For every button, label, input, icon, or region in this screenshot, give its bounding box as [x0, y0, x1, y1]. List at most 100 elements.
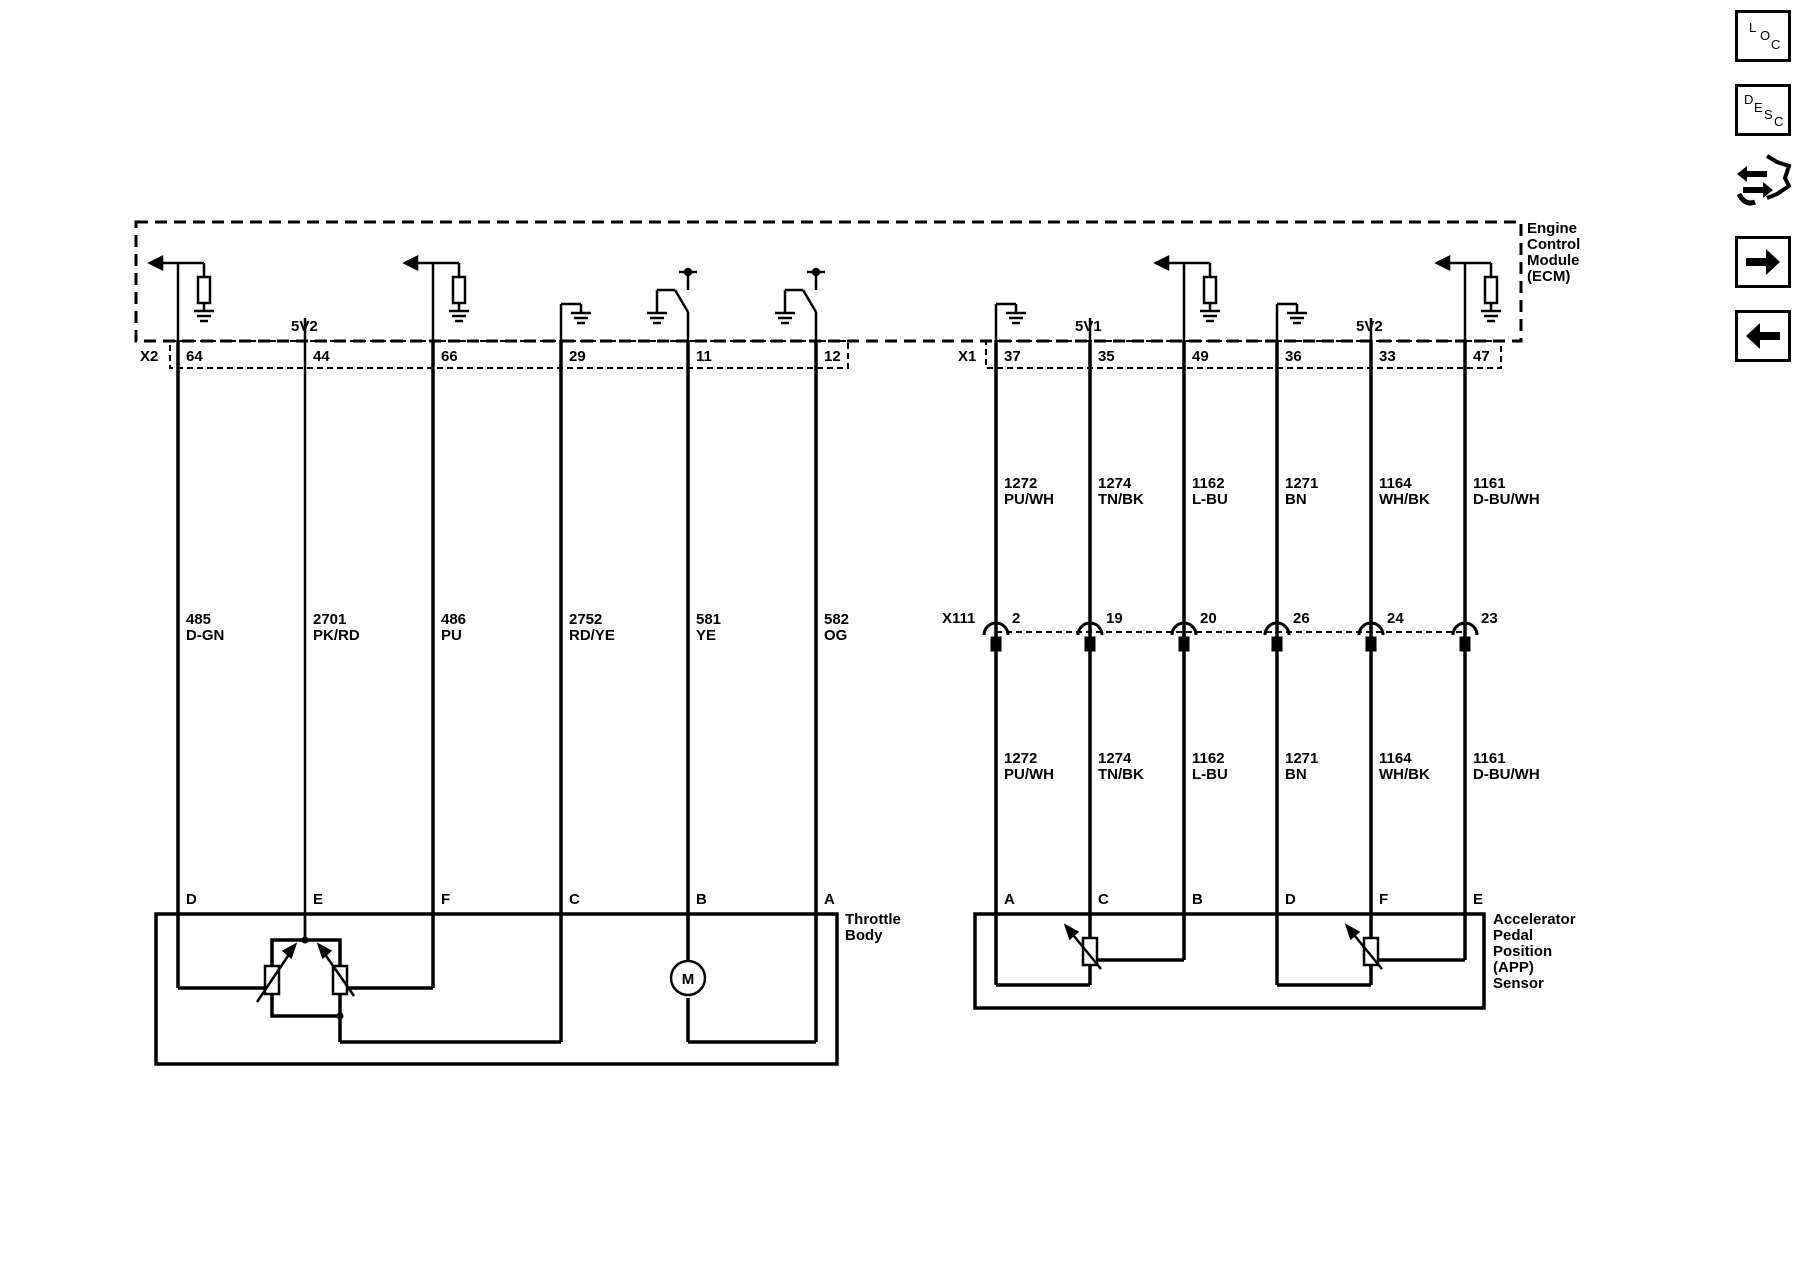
- terminal-label: E: [313, 891, 323, 908]
- circuit-color: WH/BK: [1379, 766, 1430, 783]
- desc-letter-c: C: [1774, 114, 1783, 129]
- ecm-motor-driver-12: [775, 267, 825, 340]
- next-arrow-button[interactable]: [1735, 236, 1791, 288]
- circuit-color: PU/WH: [1004, 491, 1054, 508]
- motor-label: M: [682, 971, 695, 988]
- connector-end-view-icon[interactable]: [1733, 150, 1793, 210]
- circuit-color: D-BU/WH: [1473, 766, 1540, 783]
- pin-label: 66: [441, 348, 458, 365]
- circuit-color: TN/BK: [1098, 766, 1144, 783]
- app-wires: [994, 340, 1467, 985]
- throttle-body-label-2: Body: [845, 927, 883, 944]
- terminal-label: B: [1192, 891, 1203, 908]
- terminal-label: D: [1285, 891, 1296, 908]
- circuit-color: PU/WH: [1004, 766, 1054, 783]
- app-sensor-label-1: Accelerator: [1493, 911, 1576, 928]
- ecm-app-low-reference-37: [994, 302, 1026, 340]
- pin-label: 35: [1098, 348, 1115, 365]
- circuit-color: YE: [696, 627, 716, 644]
- loc-button[interactable]: L O C: [1735, 10, 1791, 62]
- ecm-low-reference-29: [559, 302, 591, 340]
- x2-connector-label: X2: [140, 348, 158, 365]
- inline-pin-label: 19: [1106, 610, 1123, 627]
- reference-5v1-label: 5V1: [1075, 318, 1102, 335]
- throttle-wires: [176, 340, 818, 1042]
- ecm-signal-input-64: [147, 254, 214, 340]
- circuit-number: 581: [696, 611, 721, 628]
- circuit-color: PK/RD: [313, 627, 360, 644]
- circuit-number: 1272: [1004, 750, 1037, 767]
- circuit-color: D-GN: [186, 627, 224, 644]
- inline-pin-label: 26: [1293, 610, 1310, 627]
- tps2-variable-resistor: [316, 942, 356, 997]
- throttle-motor: M: [669, 959, 707, 997]
- x1-connector-box: [985, 340, 1502, 369]
- circuit-color: BN: [1285, 491, 1307, 508]
- app-sensor-label-2: Pedal: [1493, 927, 1533, 944]
- ecm-label-1: Engine: [1527, 220, 1577, 237]
- desc-button[interactable]: D E S C: [1735, 84, 1791, 136]
- app-sensor-box: [973, 912, 1486, 1010]
- pin-label: 44: [313, 348, 330, 365]
- x2-connector-box: [169, 340, 849, 369]
- inline-pin-label: 23: [1481, 610, 1498, 627]
- pin-label: 49: [1192, 348, 1209, 365]
- circuit-number: 2701: [313, 611, 346, 628]
- app-sensor-label-3: Position: [1493, 943, 1552, 960]
- circuit-number: 1164: [1379, 750, 1412, 767]
- previous-arrow-button[interactable]: [1735, 310, 1791, 362]
- app-sensor-internals: [996, 958, 1465, 987]
- pin-label: 47: [1473, 348, 1490, 365]
- terminal-label: F: [1379, 891, 1388, 908]
- circuit-color: TN/BK: [1098, 491, 1144, 508]
- wiring-diagram: Engine Control Module (ECM) X2 X1 5V2 5V…: [134, 220, 1580, 1066]
- circuit-number: 1162: [1192, 750, 1225, 767]
- ecm-label-3: Module: [1527, 252, 1580, 269]
- app-sensor-label-5: Sensor: [1493, 975, 1544, 992]
- throttle-labels: 64 44 66 29 11 12 485 D-GN 2701 PK/RD 48…: [186, 348, 849, 908]
- throttle-body-label-1: Throttle: [845, 911, 901, 928]
- terminal-label: C: [1098, 891, 1109, 908]
- desc-letter-d: D: [1744, 92, 1753, 107]
- circuit-color: L-BU: [1192, 766, 1228, 783]
- terminal-label: A: [1004, 891, 1015, 908]
- circuit-color: D-BU/WH: [1473, 491, 1540, 508]
- x111-terminals: [982, 621, 1479, 652]
- circuit-color: RD/YE: [569, 627, 615, 644]
- ecm-housing: [134, 220, 1523, 343]
- pin-label: 29: [569, 348, 586, 365]
- inline-pin-label: 20: [1200, 610, 1217, 627]
- loc-letter-c: C: [1771, 37, 1780, 52]
- ecm-label-4: (ECM): [1527, 268, 1570, 285]
- circuit-number: 1271: [1285, 475, 1318, 492]
- circuit-number: 1272: [1004, 475, 1037, 492]
- previous-arrow-icon: [1746, 323, 1780, 349]
- loc-letter-o: O: [1760, 28, 1770, 43]
- pin-label: 33: [1379, 348, 1396, 365]
- circuit-color: WH/BK: [1379, 491, 1430, 508]
- circuit-color: L-BU: [1192, 491, 1228, 508]
- ecm-label-2: Control: [1527, 236, 1580, 253]
- ecm-signal-input-66: [402, 254, 469, 340]
- circuit-number: 1161: [1473, 475, 1506, 492]
- pin-label: 12: [824, 348, 841, 365]
- pin-label: 37: [1004, 348, 1021, 365]
- terminal-label: C: [569, 891, 580, 908]
- circuit-number: 1274: [1098, 750, 1132, 767]
- desc-letter-e: E: [1754, 100, 1763, 115]
- circuit-number: 1162: [1192, 475, 1225, 492]
- ecm-app-signal-49: [1153, 254, 1220, 340]
- pin-label: 64: [186, 348, 203, 365]
- ecm-app-signal-47: [1434, 254, 1501, 340]
- terminal-label: B: [696, 891, 707, 908]
- desc-letter-s: S: [1764, 107, 1773, 122]
- terminal-label: D: [186, 891, 197, 908]
- tps1-variable-resistor: [255, 942, 298, 1003]
- circuit-number: 1161: [1473, 750, 1506, 767]
- inline-pin-label: 24: [1387, 610, 1404, 627]
- circuit-number: 1271: [1285, 750, 1318, 767]
- next-arrow-icon: [1746, 249, 1780, 275]
- pin-label: 36: [1285, 348, 1302, 365]
- loc-letter-l: L: [1749, 20, 1756, 35]
- circuit-number: 486: [441, 611, 466, 628]
